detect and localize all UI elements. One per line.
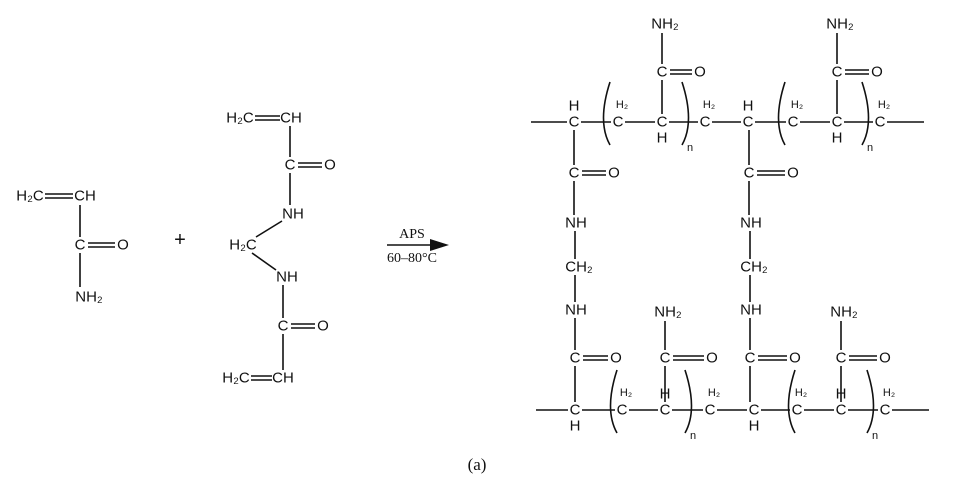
atom-c: C	[832, 114, 843, 131]
atom-ch: CH	[272, 370, 294, 387]
atom-c: C	[705, 402, 716, 419]
atom-c: C	[75, 237, 86, 254]
h2-label: H₂	[791, 99, 803, 111]
atom-c: C	[660, 402, 671, 419]
atom-h2c: H₂C	[229, 237, 257, 254]
atom-c: C	[749, 402, 760, 419]
atom-c: C	[617, 402, 628, 419]
repeat-n: n	[690, 430, 696, 442]
atom-c: C	[570, 350, 581, 367]
conditions-label: 60–80°C	[387, 251, 437, 266]
right-paren	[861, 81, 870, 146]
reaction-arrow	[387, 239, 449, 251]
reagent-label: APS	[399, 227, 425, 242]
atom-o: O	[879, 350, 891, 367]
atom-h2c: H₂C	[226, 110, 254, 127]
h-label: H	[743, 98, 754, 115]
h-label: H	[570, 418, 581, 435]
atom-nh2: NH₂	[826, 16, 854, 33]
atom-o: O	[706, 350, 718, 367]
atom-c: C	[792, 402, 803, 419]
right-paren	[866, 369, 875, 434]
bonds	[45, 33, 929, 434]
atom-ch: CH	[280, 110, 302, 127]
atom-c: C	[660, 350, 671, 367]
atom-c: C	[569, 114, 580, 131]
repeat-n: n	[872, 430, 878, 442]
atom-h2c: H₂C	[16, 188, 44, 205]
atom-ch: CH	[74, 188, 96, 205]
arrow-head	[430, 239, 449, 251]
atom-c: C	[570, 402, 581, 419]
atom-nh: NH	[282, 206, 304, 223]
atom-nh: NH	[740, 302, 762, 319]
h-label: H	[836, 386, 847, 403]
atom-c: C	[836, 350, 847, 367]
h-label: H	[749, 418, 760, 435]
repeat-n: n	[867, 142, 873, 154]
atom-ch2: CH₂	[565, 259, 593, 276]
atom-c: C	[836, 402, 847, 419]
atom-o: O	[608, 165, 620, 182]
h2-label: H₂	[795, 387, 807, 399]
atom-c: C	[880, 402, 891, 419]
h2-label: H₂	[883, 387, 895, 399]
atom-c: C	[875, 114, 886, 131]
atom-h2c: H₂C	[222, 370, 250, 387]
atom-c: C	[744, 165, 755, 182]
atom-nh2: NH₂	[75, 289, 103, 306]
atom-o: O	[871, 64, 883, 81]
left-paren	[602, 81, 611, 146]
bond	[255, 220, 283, 238]
atom-c: C	[743, 114, 754, 131]
h2-label: H₂	[703, 99, 715, 111]
atom-nh2: NH₂	[830, 304, 858, 321]
atom-nh: NH	[740, 215, 762, 232]
atom-c: C	[569, 165, 580, 182]
bond	[251, 252, 277, 271]
atom-c: C	[657, 64, 668, 81]
atom-nh2: NH₂	[654, 304, 682, 321]
atom-nh: NH	[565, 215, 587, 232]
atom-c: C	[832, 64, 843, 81]
h2-label: H₂	[878, 99, 890, 111]
right-paren	[684, 369, 693, 434]
atom-c: C	[657, 114, 668, 131]
h2-label: H₂	[708, 387, 720, 399]
atom-o: O	[117, 237, 129, 254]
atom-o: O	[789, 350, 801, 367]
h-label: H	[832, 130, 843, 147]
left-paren	[777, 81, 786, 146]
h2-label: H₂	[620, 387, 632, 399]
atom-c: C	[700, 114, 711, 131]
figure-caption: (a)	[468, 455, 487, 474]
repeat-n: n	[687, 142, 693, 154]
atom-c: C	[613, 114, 624, 131]
atom-nh: NH	[276, 269, 298, 286]
atom-nh: NH	[565, 302, 587, 319]
atom-c: C	[788, 114, 799, 131]
left-paren	[787, 369, 796, 434]
left-paren	[609, 369, 618, 434]
plus-sign: +	[174, 229, 186, 251]
atom-c: C	[278, 318, 289, 335]
atom-o: O	[694, 64, 706, 81]
atom-c: C	[285, 157, 296, 174]
h-label: H	[569, 98, 580, 115]
h-label: H	[660, 386, 671, 403]
right-paren	[681, 81, 690, 146]
atom-nh2: NH₂	[651, 16, 679, 33]
atom-o: O	[324, 157, 336, 174]
atom-c: C	[745, 350, 756, 367]
atom-o: O	[787, 165, 799, 182]
atom-ch2: CH₂	[740, 259, 768, 276]
h2-label: H₂	[616, 99, 628, 111]
h-label: H	[657, 130, 668, 147]
atom-o: O	[610, 350, 622, 367]
atom-o: O	[317, 318, 329, 335]
